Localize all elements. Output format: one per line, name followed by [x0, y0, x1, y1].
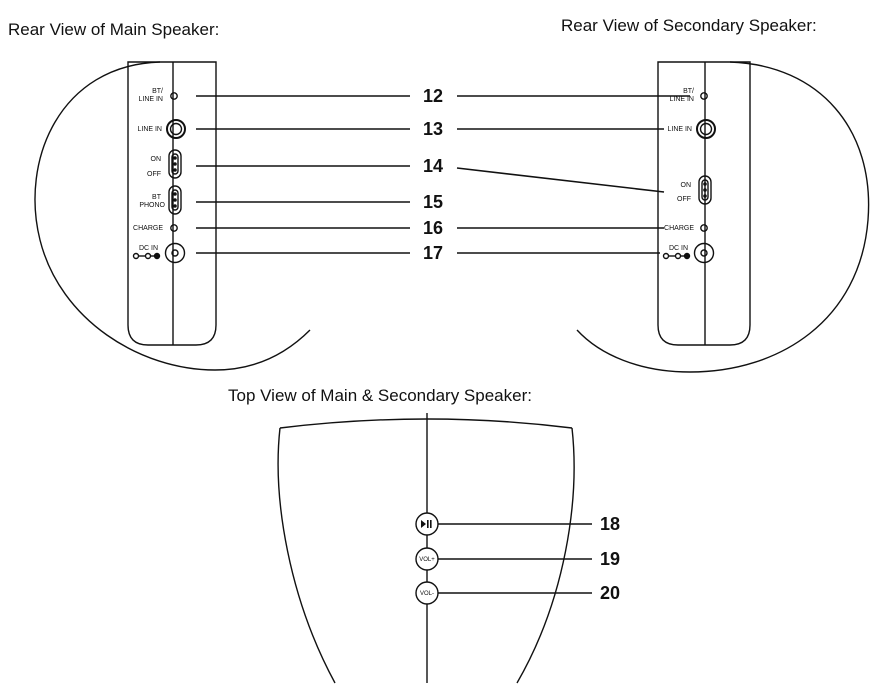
main-charge-led	[170, 224, 178, 232]
callout-14: 14	[423, 156, 443, 176]
main-mode-switch-slot	[171, 189, 179, 211]
main-label-bt: BT/	[152, 88, 163, 95]
main-label-off: OFF	[147, 171, 161, 178]
top-view-top-edge	[279, 418, 573, 429]
callout-20: 20	[600, 583, 620, 603]
main-power-switch-dot	[173, 168, 177, 172]
callout-17: 17	[423, 243, 443, 263]
secondary-label-dc-in: DC IN	[669, 245, 688, 252]
main-speaker-rear: BT/ LINE IN LINE IN ON OFF BT PHONO CHAR…	[34, 61, 311, 371]
secondary-power-switch-dot	[703, 194, 707, 198]
secondary-charge-led	[700, 224, 708, 232]
vol-down-label: VOL-	[420, 591, 434, 597]
secondary-dc-in-port[interactable]	[693, 242, 715, 264]
callout-12: 12	[423, 86, 443, 106]
top-view-speaker: VOL+ VOL-	[277, 413, 575, 684]
secondary-label-off: OFF	[677, 196, 691, 203]
secondary-dc-in-port-inner	[700, 249, 708, 257]
secondary-line-in-jack-inner	[699, 122, 713, 136]
callout-16: 16	[423, 218, 443, 238]
callout-19: 19	[600, 549, 620, 569]
top-view-right-edge	[516, 427, 575, 684]
main-dc-in-port[interactable]	[164, 242, 186, 264]
main-rear-panel	[127, 61, 217, 346]
main-label-charge: CHARGE	[133, 225, 163, 232]
top-view-heading: Top View of Main & Secondary Speaker:	[228, 386, 532, 405]
secondary-label-line-in: LINE IN	[667, 126, 692, 133]
main-label-bt-mode: BT	[152, 194, 162, 201]
main-label-dc-in: DC IN	[139, 245, 158, 252]
secondary-rear-heading: Rear View of Secondary Speaker:	[561, 16, 817, 35]
secondary-power-switch-dot	[703, 188, 707, 192]
secondary-label-charge: CHARGE	[664, 225, 694, 232]
secondary-power-switch-slot	[701, 179, 709, 201]
main-dc-polarity-icon	[132, 252, 161, 260]
main-label-line-in-small: LINE IN	[138, 96, 163, 103]
top-callouts	[438, 523, 592, 594]
main-label-phono: PHONO	[139, 202, 165, 209]
main-mode-switch-dot	[173, 204, 177, 208]
main-speaker-outline	[34, 61, 311, 371]
secondary-label-bt: BT/	[683, 88, 694, 95]
secondary-bt-led	[700, 92, 708, 100]
main-power-switch-slot	[171, 153, 179, 175]
secondary-rear-panel	[657, 61, 751, 346]
main-mode-switch-dot	[173, 198, 177, 202]
callout-15: 15	[423, 192, 443, 212]
secondary-label-on: ON	[681, 182, 692, 189]
secondary-label-line-in-small: LINE IN	[669, 96, 694, 103]
main-mode-switch-dot	[173, 192, 177, 196]
secondary-line-in-jack[interactable]	[696, 119, 716, 139]
main-mode-switch[interactable]	[168, 185, 182, 215]
secondary-dc-polarity-icon	[662, 252, 691, 260]
main-bt-led	[170, 92, 178, 100]
main-label-on: ON	[151, 156, 162, 163]
secondary-speaker-outline	[576, 61, 870, 373]
callout-18: 18	[600, 514, 620, 534]
main-line-in-jack-inner	[169, 122, 183, 136]
main-power-switch-dot	[173, 156, 177, 160]
secondary-power-switch-dot	[703, 182, 707, 186]
main-power-switch-dot	[173, 162, 177, 166]
vol-up-label: VOL+	[419, 557, 435, 563]
top-view-left-edge	[277, 427, 336, 684]
main-dc-in-port-inner	[171, 249, 179, 257]
callout-13: 13	[423, 119, 443, 139]
secondary-speaker-rear: BT/ LINE IN LINE IN ON OFF CHARGE DC IN	[576, 61, 870, 373]
main-line-in-jack[interactable]	[166, 119, 186, 139]
callout-line-14-right	[456, 167, 665, 193]
main-label-line-in: LINE IN	[137, 126, 162, 133]
rear-callouts	[196, 95, 690, 254]
play-pause-icon	[421, 520, 432, 528]
main-power-switch[interactable]	[168, 149, 182, 179]
secondary-power-switch[interactable]	[698, 175, 712, 205]
main-rear-heading: Rear View of Main Speaker:	[8, 20, 220, 39]
